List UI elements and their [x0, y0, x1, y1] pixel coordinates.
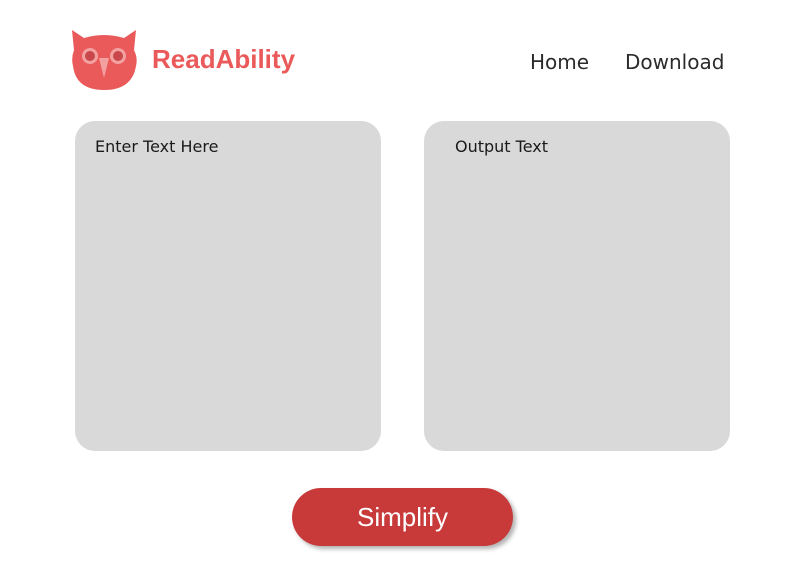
brand-name: ReadAbility: [152, 44, 296, 74]
nav-home-link[interactable]: Home: [530, 50, 590, 74]
input-text-area[interactable]: [75, 121, 381, 451]
input-panel: [75, 121, 381, 451]
output-text-area[interactable]: [424, 121, 730, 451]
simplify-button[interactable]: Simplify: [292, 488, 513, 546]
output-panel: [424, 121, 730, 451]
nav-download-link[interactable]: Download: [625, 50, 725, 74]
owl-logo-icon: [72, 30, 137, 90]
